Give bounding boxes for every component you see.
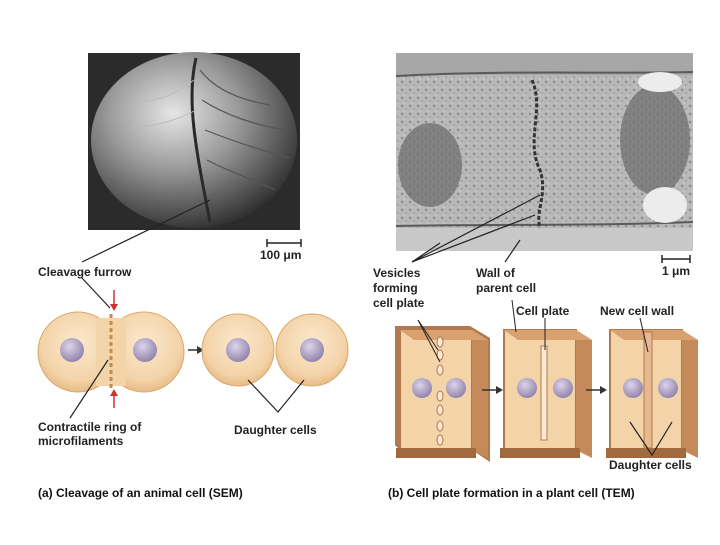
contractile-ring-label-1: Contractile ring of (38, 420, 141, 434)
new-cell-wall-label: New cell wall (600, 304, 674, 318)
scale-label-a: 100 μm (260, 248, 301, 262)
plant-cell-vesicles-stage (395, 326, 490, 462)
nucleus (133, 338, 157, 362)
nucleus (517, 378, 537, 398)
vesicles-label-1: Vesicles (373, 266, 420, 280)
nucleus (60, 338, 84, 362)
vesicles-label-2: forming (373, 281, 418, 295)
cell-plate-label: Cell plate (516, 304, 569, 318)
nucleus (226, 338, 250, 362)
plant-cell-plate-stage (500, 330, 592, 458)
daughter-cells-label-a: Daughter cells (234, 423, 317, 437)
nucleus (412, 378, 432, 398)
tem-micrograph (396, 53, 693, 251)
daughter-cells-label-b: Daughter cells (609, 458, 692, 472)
cleavage-furrow-label: Cleavage furrow (38, 265, 131, 279)
caption-a: (a) Cleavage of an animal cell (SEM) (38, 486, 243, 500)
scale-bar-a (267, 239, 301, 247)
sem-micrograph (88, 52, 300, 230)
vesicles-label-3: cell plate (373, 296, 424, 310)
nucleus (300, 338, 324, 362)
wall-parent-label-1: Wall of (476, 266, 515, 280)
nucleus (623, 378, 643, 398)
caption-b: (b) Cell plate formation in a plant cell… (388, 486, 635, 500)
scale-bar-b (662, 255, 690, 263)
nucleus (658, 378, 678, 398)
nucleus (553, 378, 573, 398)
wall-parent-label-2: parent cell (476, 281, 536, 295)
nucleus (446, 378, 466, 398)
animal-daughter-cells (202, 314, 348, 386)
cleavage-label-pointer (82, 278, 110, 308)
cell-plate (541, 346, 547, 440)
scale-label-b: 1 μm (662, 264, 690, 278)
plant-new-wall-stage (606, 330, 698, 458)
dividing-animal-cell (38, 312, 184, 392)
contractile-ring-label-2: microfilaments (38, 434, 123, 448)
daughter-cells-pointer-a (248, 380, 304, 412)
new-cell-wall (644, 332, 652, 448)
